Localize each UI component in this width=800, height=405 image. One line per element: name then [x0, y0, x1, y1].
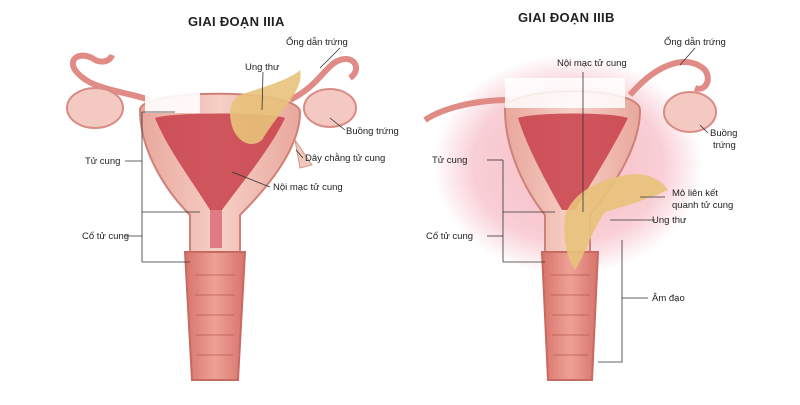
label-endometrium-iiib: Nội mạc tử cung: [557, 58, 627, 69]
vagina-iiib: [540, 251, 600, 381]
panel-title-iiia: GIAI ĐOẠN IIIA: [188, 14, 285, 29]
label-ligament-iiia: Dây chằng tử cung: [305, 153, 386, 164]
uterus-illustration-iiia: [66, 47, 360, 381]
tumor-iiib: [564, 174, 668, 270]
cervical-canal-iiia: [210, 210, 222, 248]
label-cancer-iiia: Ung thư: [245, 62, 280, 73]
right-tube-iiib: [627, 59, 711, 97]
label-connective-line1-iiib: Mô liên kết: [672, 188, 718, 199]
mask-box-iiia: [145, 78, 200, 113]
label-connective-line2-iiib: quanh tử cung: [672, 200, 734, 211]
right-tube-iiia: [288, 56, 360, 103]
label-uterus-iiia: Tử cung: [85, 156, 121, 167]
right-ovary-iiib: [663, 91, 717, 133]
label-cervix-iiib: Cổ tử cung: [426, 231, 474, 242]
ligament-iiia: [294, 139, 313, 169]
label-endometrium-iiia: Nội mạc tử cung: [273, 182, 343, 193]
label-cervix-iiia: Cổ tử cung: [82, 231, 130, 242]
right-ovary-iiia: [303, 88, 357, 128]
label-cancer-iiib: Ung thư: [652, 215, 687, 226]
uterine-cavity-iiib: [518, 113, 628, 210]
panel-title-iiib: GIAI ĐOẠN IIIB: [518, 10, 615, 25]
left-tube-iiia: [70, 52, 151, 103]
label-vagina-iiib: Âm đạo: [652, 293, 685, 304]
mask-box-iiib: [505, 78, 625, 108]
label-uterus-iiib: Tử cung: [432, 155, 468, 166]
tumor-iiia: [230, 70, 301, 145]
vagina-iiia: [183, 251, 247, 381]
label-ovary-iiia: Buồng trứng: [346, 126, 399, 137]
label-fallopian-tube-iiib: Ống dẫn trứng: [664, 37, 726, 48]
left-tube-iiib: [423, 97, 511, 123]
label-ovary-line2-iiib: trứng: [713, 140, 736, 151]
left-ovary-iiia: [66, 87, 124, 129]
label-ovary-line1-iiib: Buồng: [710, 128, 738, 139]
label-fallopian-tube-iiia: Ống dẫn trứng: [286, 37, 348, 48]
uterus-illustration-iiib: [423, 47, 717, 381]
